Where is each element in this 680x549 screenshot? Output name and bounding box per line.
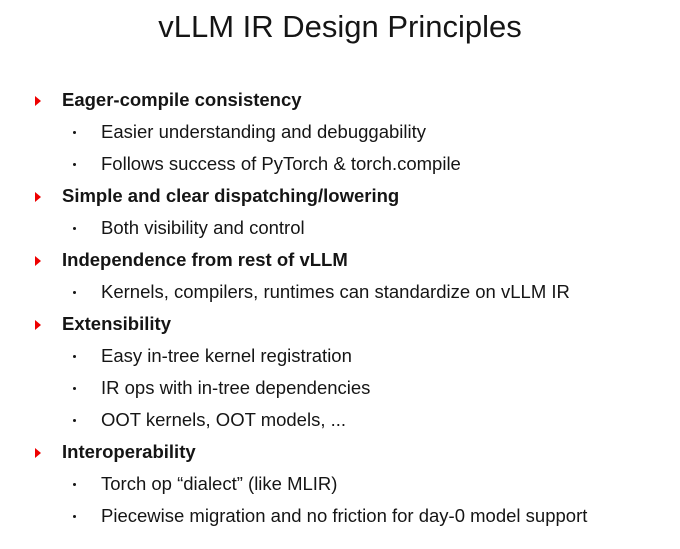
sub-bullet-text: OOT kernels, OOT models, ... bbox=[101, 409, 347, 430]
sub-bullet: Easier understanding and debuggability bbox=[0, 116, 680, 148]
sub-bullet: Follows success of PyTorch & torch.compi… bbox=[0, 148, 680, 180]
sub-bullet: IR ops with in-tree dependencies bbox=[0, 372, 680, 404]
section-heading-text: Independence from rest of vLLM bbox=[62, 249, 348, 270]
bullet-list: Eager-compile consistency Easier underst… bbox=[0, 84, 680, 532]
sub-bullet-text: Kernels, compilers, runtimes can standar… bbox=[101, 281, 570, 302]
red-triangle-bullet-icon bbox=[35, 256, 41, 266]
section-heading: Eager-compile consistency bbox=[0, 84, 680, 116]
dot-bullet-icon bbox=[73, 483, 76, 486]
sub-bullet-text: Follows success of PyTorch & torch.compi… bbox=[101, 153, 461, 174]
red-triangle-bullet-icon bbox=[35, 320, 41, 330]
sub-bullet: OOT kernels, OOT models, ... bbox=[0, 404, 680, 436]
dot-bullet-icon bbox=[73, 387, 76, 390]
dot-bullet-icon bbox=[73, 131, 76, 134]
sub-bullet: Torch op “dialect” (like MLIR) bbox=[0, 468, 680, 500]
section-heading-text: Eager-compile consistency bbox=[62, 89, 302, 110]
red-triangle-bullet-icon bbox=[35, 96, 41, 106]
dot-bullet-icon bbox=[73, 355, 76, 358]
sub-bullet-text: Torch op “dialect” (like MLIR) bbox=[101, 473, 338, 494]
section-heading: Extensibility bbox=[0, 308, 680, 340]
sub-bullet: Both visibility and control bbox=[0, 212, 680, 244]
section-heading: Interoperability bbox=[0, 436, 680, 468]
section-heading-text: Interoperability bbox=[62, 441, 196, 462]
slide-title: vLLM IR Design Principles bbox=[158, 9, 522, 44]
section-heading: Independence from rest of vLLM bbox=[0, 244, 680, 276]
red-triangle-bullet-icon bbox=[35, 192, 41, 202]
sub-bullet: Piecewise migration and no friction for … bbox=[0, 500, 680, 532]
sub-bullet-text: Both visibility and control bbox=[101, 217, 305, 238]
sub-bullet: Easy in-tree kernel registration bbox=[0, 340, 680, 372]
sub-bullet-text: Easier understanding and debuggability bbox=[101, 121, 427, 142]
dot-bullet-icon bbox=[73, 163, 76, 166]
sub-bullet-text: IR ops with in-tree dependencies bbox=[101, 377, 371, 398]
sub-bullet: Kernels, compilers, runtimes can standar… bbox=[0, 276, 680, 308]
dot-bullet-icon bbox=[73, 515, 76, 518]
section-heading-text: Simple and clear dispatching/lowering bbox=[62, 185, 400, 206]
red-triangle-bullet-icon bbox=[35, 448, 41, 458]
dot-bullet-icon bbox=[73, 419, 76, 422]
section-heading: Simple and clear dispatching/lowering bbox=[0, 180, 680, 212]
dot-bullet-icon bbox=[73, 227, 76, 230]
dot-bullet-icon bbox=[73, 291, 76, 294]
sub-bullet-text: Easy in-tree kernel registration bbox=[101, 345, 352, 366]
sub-bullet-text: Piecewise migration and no friction for … bbox=[101, 505, 588, 526]
section-heading-text: Extensibility bbox=[62, 313, 171, 334]
